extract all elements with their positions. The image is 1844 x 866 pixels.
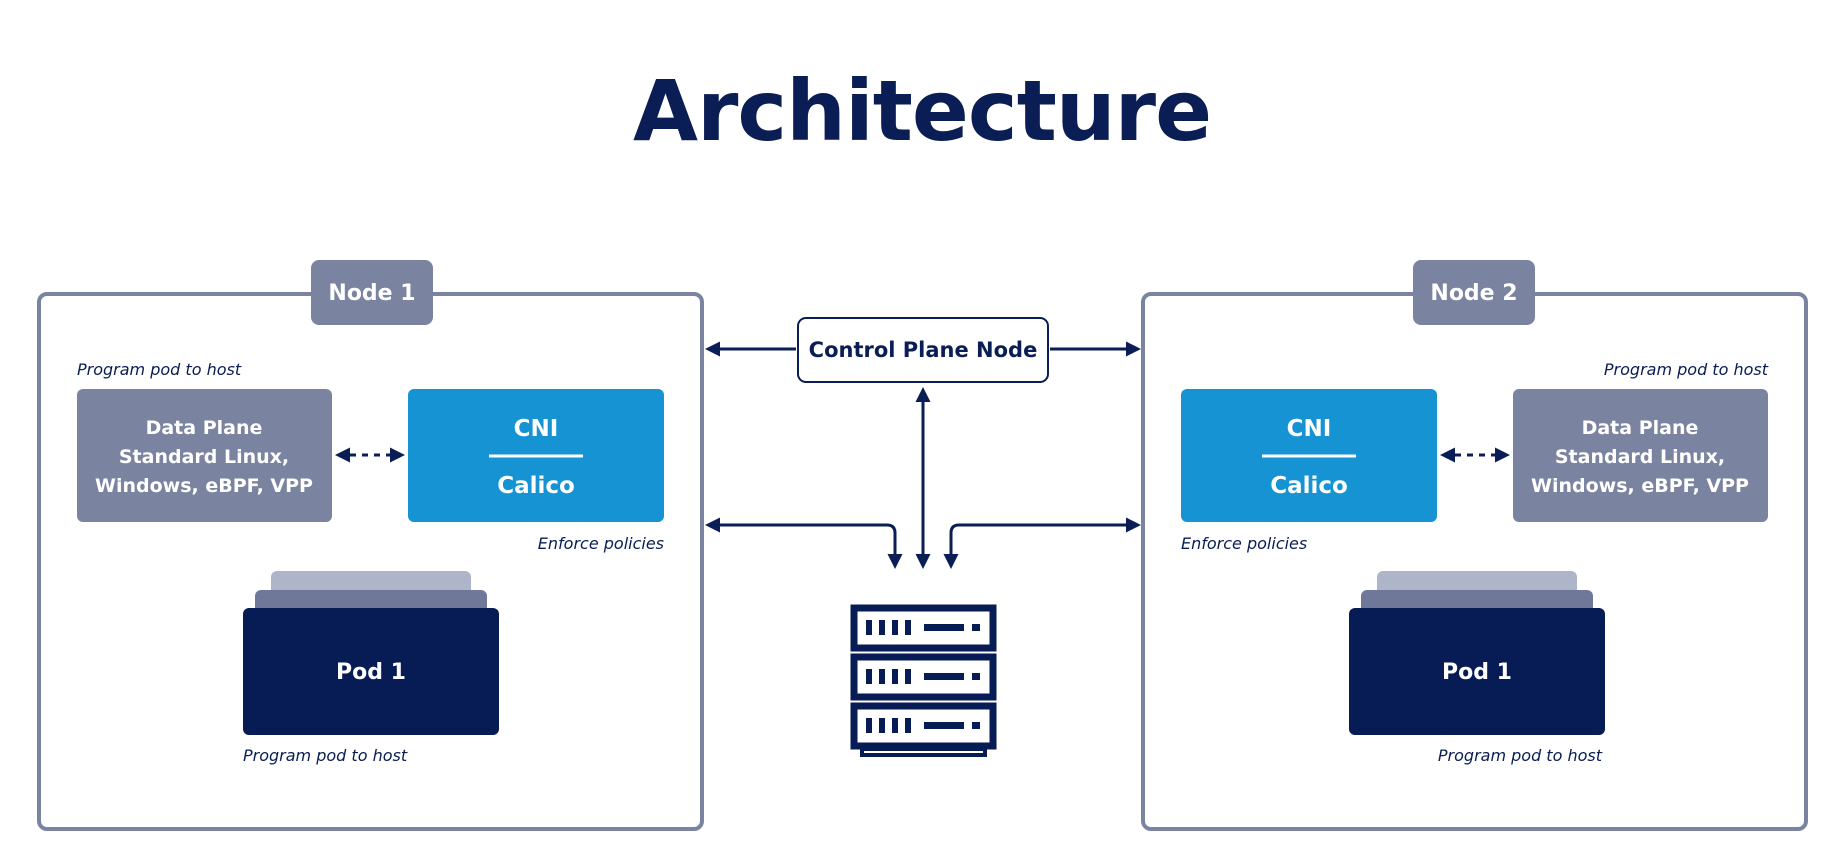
node-1-data-plane-line-3: Windows, eBPF, VPP	[95, 475, 313, 497]
control-plane-box	[797, 317, 1049, 383]
node-1-tab-label: Node 1	[328, 281, 415, 306]
node-1-calico-label: Calico	[497, 473, 575, 499]
node-2-cni-label: CNI	[1287, 416, 1332, 442]
node-2-server-arrow	[943, 517, 1141, 569]
node-2-pod-box	[1349, 608, 1605, 735]
node-1: Node 1 Program pod to host Data Plane St…	[37, 260, 704, 831]
node-1-data-plane-line-1: Data Plane	[146, 417, 263, 439]
node-1-cni-label: CNI	[514, 416, 559, 442]
node-2-data-plane-line-1: Data Plane	[1582, 417, 1699, 439]
node-2-tab-label: Node 2	[1430, 281, 1517, 306]
node-2-data-plane-line-2: Standard Linux,	[1555, 446, 1725, 468]
node-2-data-plane-caption: Program pod to host	[1604, 360, 1769, 379]
node-1-pod-label: Pod 1	[336, 660, 406, 685]
server-rack-icon	[850, 604, 997, 757]
node-1-data-plane-box	[77, 389, 332, 522]
control-plane-label: Control Plane Node	[809, 338, 1038, 362]
node-2-pod-caption: Program pod to host	[1438, 746, 1603, 765]
node-1-tab	[311, 260, 433, 325]
control-plane: Control Plane Node	[797, 317, 1049, 383]
node-2-tab	[1413, 260, 1535, 325]
node-1-data-plane-line-2: Standard Linux,	[119, 446, 289, 468]
node-2: Node 2 Program pod to host CNI Calico Da…	[1141, 260, 1808, 831]
node-1-server-arrow	[705, 517, 903, 569]
node-1-pod-box	[243, 608, 499, 735]
node-2-data-plane-box	[1513, 389, 1768, 522]
node-2-calico-label: Calico	[1270, 473, 1348, 499]
node-1-data-plane-caption: Program pod to host	[77, 360, 242, 379]
node-1-cni-caption: Enforce policies	[538, 534, 664, 553]
node-2-data-plane-line-3: Windows, eBPF, VPP	[1531, 475, 1749, 497]
node-1-pod-caption: Program pod to host	[243, 746, 408, 765]
page-title: Architecture	[633, 62, 1211, 160]
node-2-cni-caption: Enforce policies	[1181, 534, 1307, 553]
node-2-pod-label: Pod 1	[1442, 660, 1512, 685]
